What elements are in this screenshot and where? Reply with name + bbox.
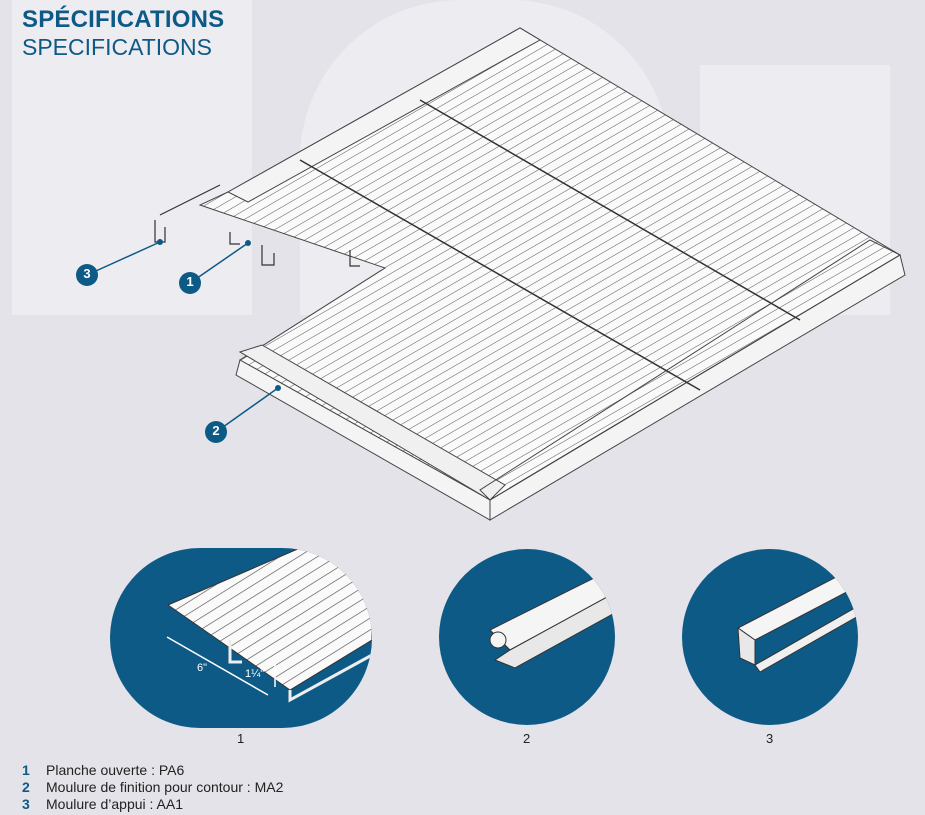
detail-view-3 xyxy=(682,549,858,725)
callout-label-3: 3 xyxy=(83,266,91,281)
deck-isometric xyxy=(154,27,906,521)
callout-1 xyxy=(179,272,201,294)
callout-3 xyxy=(76,264,98,286)
legend-item: 1 Planche ouverte : PA6 xyxy=(22,762,283,779)
watermark-block xyxy=(12,0,252,320)
legend-number: 3 xyxy=(22,796,30,812)
detail-caption-1: 1 xyxy=(237,731,245,746)
legend-number: 2 xyxy=(22,779,30,795)
callout-label-2: 2 xyxy=(212,423,220,438)
detail-caption-2: 2 xyxy=(523,731,531,746)
callout-2 xyxy=(205,421,227,443)
detail-view-2 xyxy=(439,549,615,725)
legend-text: Moulure de finition pour contour : MA2 xyxy=(46,779,284,795)
dimension-width: 6" xyxy=(197,662,208,674)
callout-label-1: 1 xyxy=(186,274,194,289)
detail-view-1 xyxy=(110,548,372,728)
legend-item: 3 Moulure d’appui : AA1 xyxy=(22,796,283,813)
dimension-height: 1¼" xyxy=(245,668,265,680)
page-title-fr: SPÉCIFICATIONS xyxy=(22,6,225,33)
legend-text: Moulure d’appui : AA1 xyxy=(46,796,183,812)
legend-item: 2 Moulure de finition pour contour : MA2 xyxy=(22,779,283,796)
detail-caption-3: 3 xyxy=(766,731,774,746)
page-title-en: SPECIFICATIONS xyxy=(22,34,212,60)
legend: 1 Planche ouverte : PA6 2 Moulure de finit… xyxy=(22,762,283,813)
legend-number: 1 xyxy=(22,762,30,778)
legend-text: Planche ouverte : PA6 xyxy=(46,762,185,778)
